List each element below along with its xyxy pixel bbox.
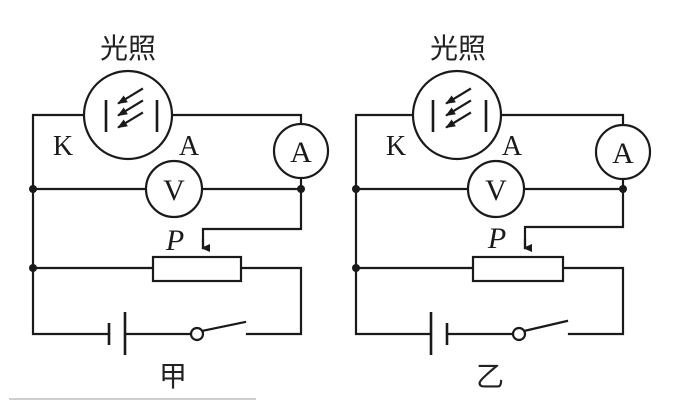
battery <box>429 312 449 355</box>
voltmeter: V <box>466 159 526 219</box>
wire-top-left <box>354 113 433 336</box>
switch <box>189 320 247 342</box>
junction-dot <box>619 185 627 193</box>
slider-label: P <box>165 224 184 257</box>
wire-top-right <box>170 113 303 126</box>
junction-dot <box>297 185 305 193</box>
ammeter-symbol: A <box>612 137 634 170</box>
wire-rheostat-right <box>561 266 625 336</box>
ammeter: A <box>272 122 330 180</box>
wire-top-right <box>499 113 625 127</box>
rheostat <box>151 255 243 283</box>
slider-label: P <box>487 222 506 255</box>
circuit-jia: A V 光照 K A P 甲 <box>29 32 330 393</box>
light-label: 光照 <box>100 32 156 65</box>
cathode-label: K <box>386 131 406 162</box>
anode-label: A <box>179 131 200 162</box>
caption-yi: 乙 <box>476 360 504 393</box>
voltmeter-symbol: V <box>163 174 185 207</box>
junction-dot <box>29 185 37 193</box>
caption-jia: 甲 <box>159 360 187 393</box>
phototube <box>82 69 174 161</box>
rheostat <box>471 255 565 283</box>
battery <box>107 312 127 355</box>
cathode-label: K <box>53 131 73 162</box>
junction-dot <box>352 264 360 272</box>
phototube <box>411 69 503 161</box>
anode-label: A <box>502 131 523 162</box>
wire-ammeter-down <box>523 177 625 250</box>
voltmeter: V <box>144 159 204 219</box>
light-rays-icon <box>117 87 144 129</box>
voltmeter-symbol: V <box>485 174 507 207</box>
switch <box>511 319 569 342</box>
junction-dot <box>29 264 37 272</box>
junction-dot <box>352 185 360 193</box>
light-rays-icon <box>445 87 472 129</box>
wire-rheostat-right <box>239 266 303 336</box>
wire-top-left <box>31 113 111 336</box>
wire-ammeter-down <box>201 177 303 250</box>
circuit-yi: A V 光照 K A P 乙 <box>352 32 652 393</box>
ammeter: A <box>594 123 652 181</box>
light-label: 光照 <box>430 32 486 65</box>
ammeter-symbol: A <box>290 136 312 169</box>
